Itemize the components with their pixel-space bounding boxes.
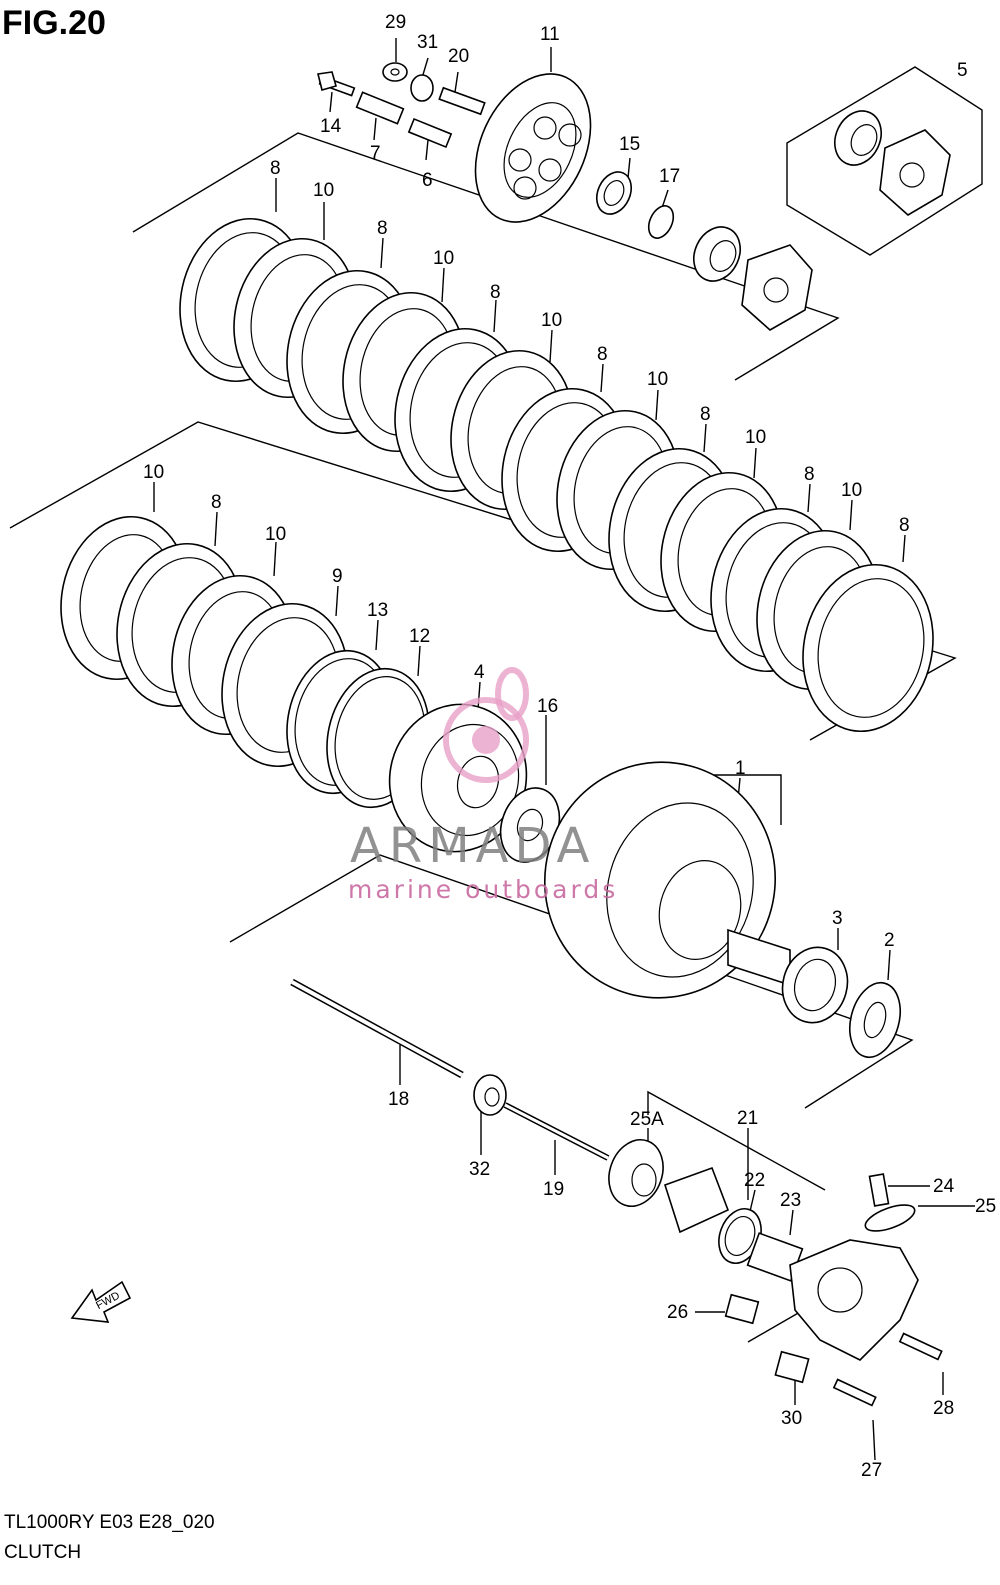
callout-32: 32 <box>469 1159 490 1180</box>
callout-10-d: 10 <box>647 369 668 390</box>
lifter-plate <box>741 244 813 331</box>
callout-8-c: 8 <box>490 282 501 303</box>
callout-8-b: 8 <box>377 218 388 239</box>
callout-10-c: 10 <box>541 310 562 331</box>
callout-10-f: 10 <box>841 480 862 501</box>
callout-22: 22 <box>744 1170 765 1191</box>
callout-1: 1 <box>735 758 746 779</box>
pressure-plate-11 <box>474 73 592 223</box>
callout-8-h: 8 <box>211 492 222 513</box>
watermark-logo-icon <box>443 697 529 783</box>
lifter-pin-20 <box>438 86 486 116</box>
bolt-28 <box>898 1332 943 1361</box>
thrust-washer-2 <box>849 981 901 1059</box>
callout-8-a: 8 <box>270 158 281 179</box>
callout-15: 15 <box>619 134 640 155</box>
callout-18: 18 <box>388 1089 409 1110</box>
figure-title: FIG.20 <box>2 4 106 42</box>
callout-31: 31 <box>417 32 438 53</box>
callout-4: 4 <box>474 662 485 683</box>
watermark-tagline: marine outboards <box>348 875 618 904</box>
callout-8-d: 8 <box>597 344 608 365</box>
callout-14: 14 <box>320 116 342 137</box>
callout-28: 28 <box>933 1398 954 1419</box>
circlip-17 <box>647 205 675 239</box>
dowel-26 <box>724 1293 760 1325</box>
callout-10-g: 10 <box>143 462 164 483</box>
washer-29 <box>382 62 408 82</box>
callout-11: 11 <box>540 24 560 45</box>
model-code: TL1000RY E03 E28_020 <box>4 1512 215 1533</box>
section-name: CLUTCH <box>4 1542 82 1563</box>
release-cylinder <box>789 1239 919 1361</box>
fwd-arrow-icon: FWD <box>70 1280 132 1323</box>
callout-17: 17 <box>659 166 680 187</box>
callout-10-b: 10 <box>433 248 454 269</box>
watermark: ARMADA marine outboards <box>348 667 618 904</box>
seal-25A <box>608 1139 664 1207</box>
cap-25 <box>864 1204 916 1232</box>
callout-labels: 29 31 20 11 5 14 7 6 15 17 8 10 8 10 8 1… <box>143 12 996 1481</box>
callout-8-e: 8 <box>700 404 711 425</box>
oil-seal-32 <box>473 1074 507 1116</box>
clutch-plates-upper <box>179 217 934 733</box>
dowel-30 <box>774 1350 810 1384</box>
clutch-plates-lower <box>60 515 430 809</box>
callout-20: 20 <box>448 46 469 67</box>
callout-8-f: 8 <box>804 464 815 485</box>
callout-9: 9 <box>332 566 343 587</box>
spacer-6 <box>407 117 453 149</box>
bleeder-24 <box>868 1173 890 1207</box>
spring-7 <box>355 91 405 125</box>
callout-21: 21 <box>737 1108 758 1129</box>
callout-16: 16 <box>537 696 558 717</box>
callout-12: 12 <box>409 626 430 647</box>
callout-10-e: 10 <box>745 427 766 448</box>
callout-13: 13 <box>367 600 388 621</box>
bearing-31 <box>410 74 434 102</box>
callout-25: 25 <box>975 1196 996 1217</box>
callout-30: 30 <box>781 1408 802 1429</box>
bearing-15 <box>595 171 633 215</box>
callout-2: 2 <box>884 930 895 951</box>
bearing-holder <box>693 226 741 282</box>
callout-5: 5 <box>957 60 968 81</box>
clutch-housing-1 <box>543 761 777 999</box>
callout-10-a: 10 <box>313 180 334 201</box>
piston-21 <box>664 1166 730 1234</box>
callout-27: 27 <box>861 1460 882 1481</box>
callout-24: 24 <box>933 1176 955 1197</box>
watermark-brand: ARMADA <box>350 818 595 874</box>
callout-8-g: 8 <box>899 515 910 536</box>
callout-25A: 25A <box>630 1109 664 1130</box>
callout-6: 6 <box>422 170 433 191</box>
kit-5-group <box>834 110 951 216</box>
callout-19: 19 <box>543 1179 564 1200</box>
pressure-plate-group <box>317 62 813 331</box>
release-mechanism <box>290 978 943 1407</box>
callout-26: 26 <box>667 1302 688 1323</box>
callout-23: 23 <box>780 1190 801 1211</box>
callout-29: 29 <box>385 12 406 33</box>
callout-7: 7 <box>370 143 381 164</box>
callout-3: 3 <box>832 908 843 929</box>
callout-10-h: 10 <box>265 524 286 545</box>
bolt-27 <box>832 1378 877 1407</box>
